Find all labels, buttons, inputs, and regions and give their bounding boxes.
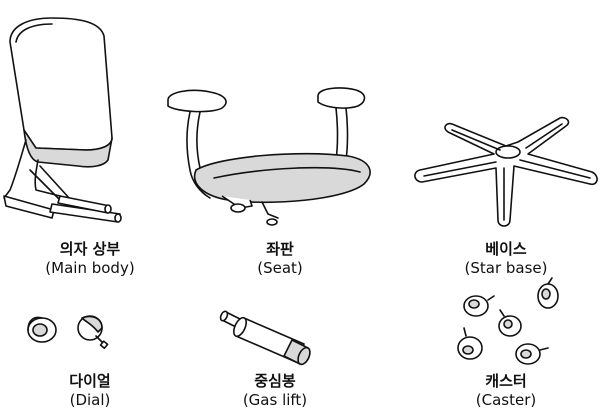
caster-3: [498, 309, 522, 337]
part-name-korean: 의자 상부: [59, 240, 121, 258]
caster-1: [463, 295, 495, 317]
part-name-korean: 캐스터: [485, 372, 527, 390]
main-body-drawing: [3, 17, 122, 223]
part-name-korean: 베이스: [485, 240, 527, 258]
part-name-english: (Caster): [475, 391, 537, 409]
gas-lift-drawing: [219, 310, 311, 366]
star-base-drawing: [414, 116, 598, 227]
part-name-korean: 좌판: [266, 240, 294, 258]
part-name-korean: 다이얼: [69, 372, 111, 390]
part-label-caster: 캐스터 (Caster): [416, 372, 596, 410]
part-label-star-base: 베이스 (Star base): [416, 240, 596, 278]
caster-drawing: [457, 277, 559, 365]
part-name-english: (Seat): [257, 259, 303, 277]
part-label-dial: 다이얼 (Dial): [0, 372, 180, 410]
part-name-english: (Gas lift): [242, 391, 308, 409]
dial-drawing: [27, 315, 109, 350]
part-label-main-body: 의자 상부 (Main body): [0, 240, 180, 278]
part-name-english: (Main body): [45, 259, 135, 277]
part-name-english: (Star base): [464, 259, 548, 277]
caster-2: [537, 277, 559, 309]
seat-drawing: [167, 87, 371, 226]
part-label-seat: 좌판 (Seat): [190, 240, 370, 278]
part-label-gas-lift: 중심봉 (Gas lift): [185, 372, 365, 410]
caster-5: [515, 343, 549, 365]
caster-4: [457, 327, 483, 360]
part-name-english: (Dial): [69, 391, 111, 409]
part-name-korean: 중심봉: [254, 372, 296, 390]
